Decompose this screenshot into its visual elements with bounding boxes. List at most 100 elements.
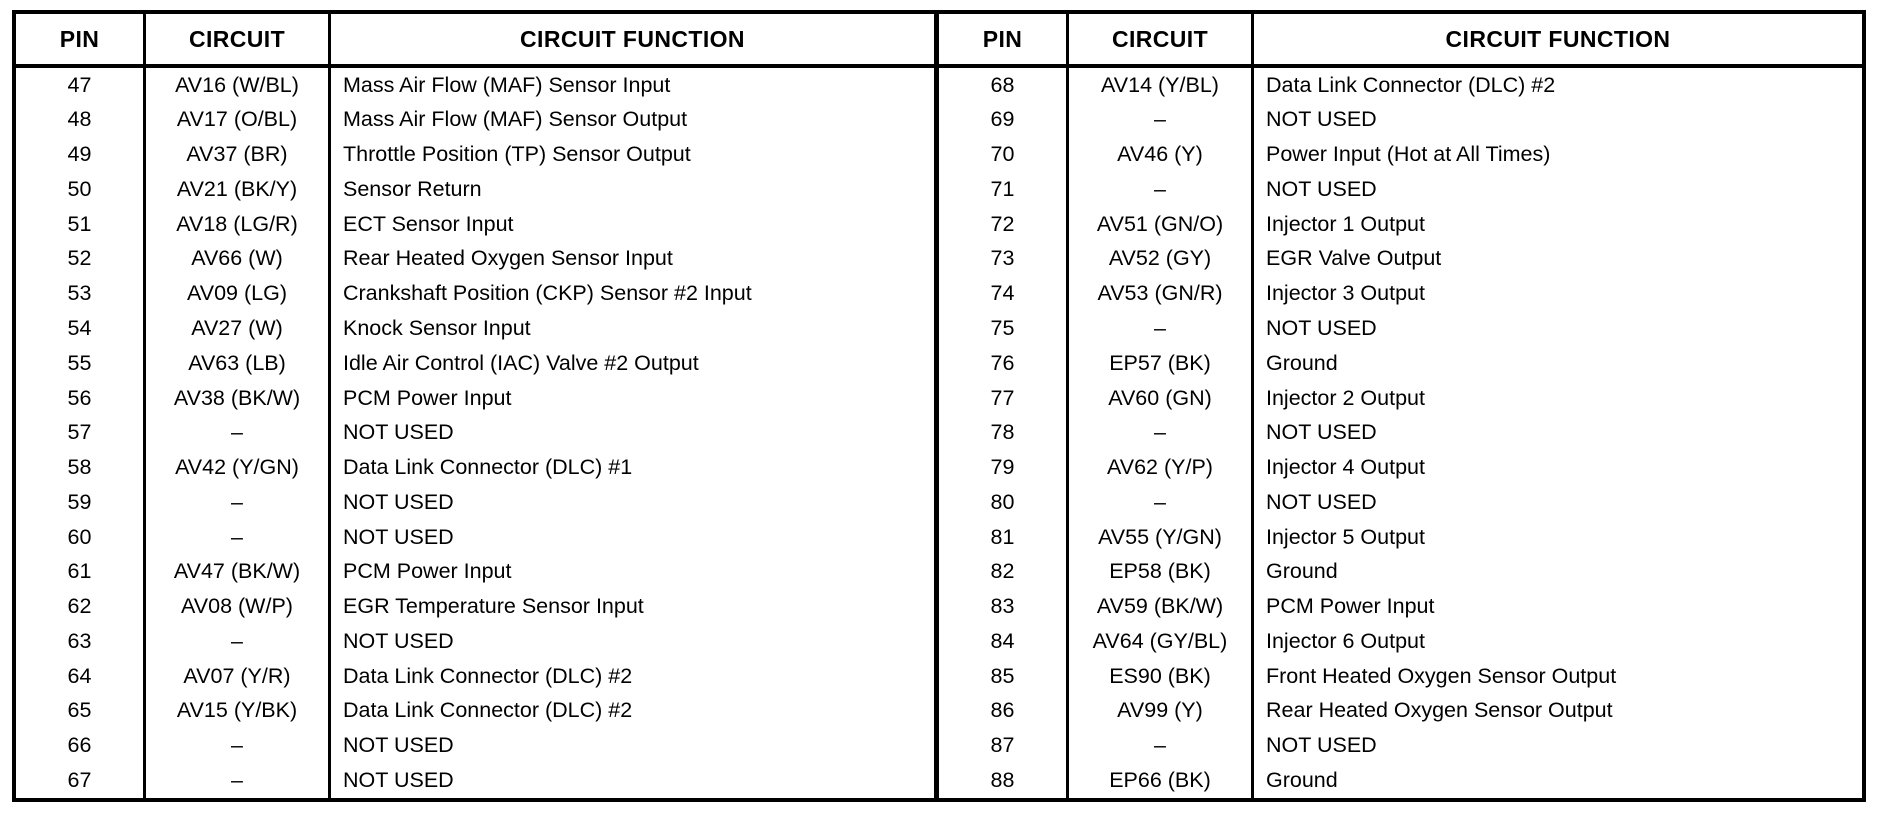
cell-pin: 81 bbox=[939, 519, 1069, 555]
cell-pin: 64 bbox=[16, 659, 146, 694]
cell-circuit: AV17 (O/BL) bbox=[146, 102, 331, 138]
cell-pin: 72 bbox=[939, 207, 1069, 242]
cell-circuit: AV52 (GY) bbox=[1069, 241, 1254, 277]
cell-pin: 70 bbox=[939, 137, 1069, 173]
cell-pin: 55 bbox=[16, 346, 146, 381]
cell-pin: 65 bbox=[16, 693, 146, 729]
column-header-function-left: CIRCUIT FUNCTION bbox=[520, 25, 745, 52]
cell-pin: 61 bbox=[16, 554, 146, 590]
cell-function: NOT USED bbox=[343, 524, 454, 549]
table-row: 78–NOT USED bbox=[939, 415, 1862, 451]
cell-function: NOT USED bbox=[1266, 107, 1377, 132]
cell-circuit: AV63 (LB) bbox=[146, 346, 331, 381]
cell-circuit: AV37 (BR) bbox=[146, 137, 331, 173]
table-row: 63–NOT USED bbox=[16, 624, 934, 660]
cell-pin: 69 bbox=[939, 102, 1069, 138]
cell-pin: 82 bbox=[939, 554, 1069, 590]
cell-circuit: – bbox=[1069, 311, 1254, 347]
cell-circuit: AV27 (W) bbox=[146, 311, 331, 347]
cell-pin: 68 bbox=[939, 68, 1069, 103]
table-row: 69–NOT USED bbox=[939, 102, 1862, 138]
column-header-function-right: CIRCUIT FUNCTION bbox=[1445, 25, 1671, 52]
cell-circuit: AV47 (BK/W) bbox=[146, 554, 331, 590]
cell-circuit: – bbox=[1069, 172, 1254, 208]
cell-pin: 53 bbox=[16, 276, 146, 312]
cell-function: NOT USED bbox=[1266, 315, 1377, 340]
cell-circuit: AV18 (LG/R) bbox=[146, 207, 331, 242]
cell-function: Data Link Connector (DLC) #2 bbox=[1266, 72, 1556, 97]
cell-pin: 67 bbox=[16, 763, 146, 799]
cell-circuit: AV21 (BK/Y) bbox=[146, 172, 331, 208]
cell-circuit: AV64 (GY/BL) bbox=[1069, 624, 1254, 660]
cell-circuit: AV60 (GN) bbox=[1069, 380, 1254, 416]
column-header-pin-left: PIN bbox=[16, 14, 146, 64]
cell-pin: 84 bbox=[939, 624, 1069, 660]
cell-function: Injector 5 Output bbox=[1266, 524, 1425, 549]
cell-function: Injector 6 Output bbox=[1266, 628, 1425, 653]
cell-pin: 60 bbox=[16, 519, 146, 555]
cell-pin: 80 bbox=[939, 485, 1069, 520]
cell-function: NOT USED bbox=[343, 767, 454, 792]
cell-function: Injector 4 Output bbox=[1266, 455, 1425, 480]
cell-pin: 79 bbox=[939, 450, 1069, 486]
cell-pin: 88 bbox=[939, 763, 1069, 799]
cell-pin: 56 bbox=[16, 380, 146, 416]
cell-function: PCM Power Input bbox=[343, 385, 512, 410]
cell-pin: 83 bbox=[939, 589, 1069, 625]
cell-function: NOT USED bbox=[343, 628, 454, 653]
cell-circuit: AV09 (LG) bbox=[146, 276, 331, 312]
cell-circuit: – bbox=[146, 624, 331, 660]
cell-circuit: – bbox=[146, 485, 331, 520]
table-row: 75–NOT USED bbox=[939, 311, 1862, 347]
table-row: 66–NOT USED bbox=[16, 728, 934, 764]
cell-pin: 86 bbox=[939, 693, 1069, 729]
cell-function: NOT USED bbox=[1266, 733, 1377, 758]
cell-circuit: ES90 (BK) bbox=[1069, 659, 1254, 694]
cell-function: Data Link Connector (DLC) #1 bbox=[343, 455, 633, 480]
cell-function: NOT USED bbox=[343, 420, 454, 445]
cell-circuit: AV42 (Y/GN) bbox=[146, 450, 331, 486]
cell-pin: 52 bbox=[16, 241, 146, 277]
cell-circuit: AV99 (Y) bbox=[1069, 693, 1254, 729]
cell-function: Data Link Connector (DLC) #2 bbox=[343, 698, 633, 723]
table-row: 80–NOT USED bbox=[939, 485, 1862, 520]
cell-circuit: – bbox=[146, 728, 331, 764]
cell-function: Ground bbox=[1266, 767, 1338, 792]
table-row: 71–NOT USED bbox=[939, 172, 1862, 208]
cell-function: Ground bbox=[1266, 350, 1338, 375]
cell-function: Data Link Connector (DLC) #2 bbox=[343, 663, 633, 688]
cell-pin: 66 bbox=[16, 728, 146, 764]
cell-function: Power Input (Hot at All Times) bbox=[1266, 142, 1551, 167]
cell-circuit: AV14 (Y/BL) bbox=[1069, 68, 1254, 103]
table-row: 87–NOT USED bbox=[939, 728, 1862, 764]
cell-pin: 71 bbox=[939, 172, 1069, 208]
cell-circuit: EP58 (BK) bbox=[1069, 554, 1254, 590]
cell-circuit: – bbox=[1069, 728, 1254, 764]
cell-function: PCM Power Input bbox=[343, 559, 512, 584]
cell-function: NOT USED bbox=[1266, 489, 1377, 514]
cell-pin: 85 bbox=[939, 659, 1069, 694]
table-row: 60–NOT USED bbox=[16, 519, 934, 555]
